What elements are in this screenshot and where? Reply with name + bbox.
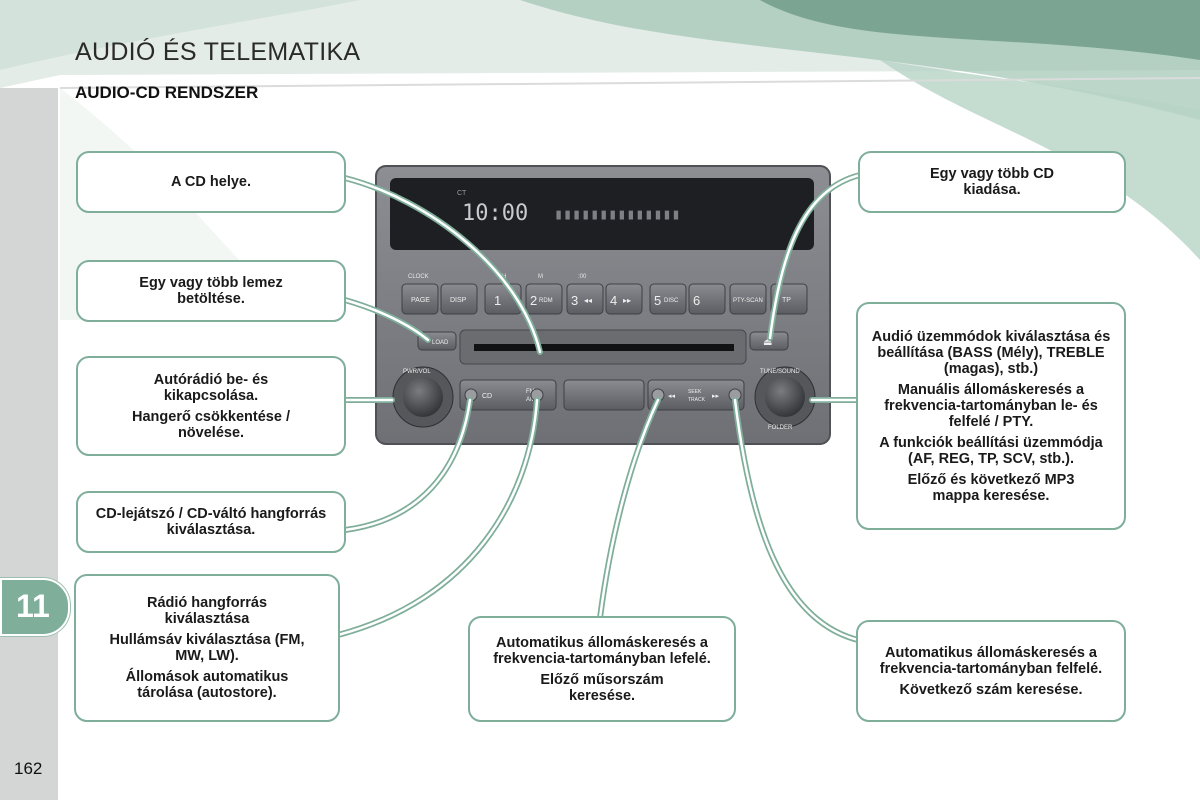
fm-label: FM bbox=[526, 389, 535, 395]
callout-text: Hullámsáv kiválasztása (FM, MW, LW). bbox=[109, 632, 305, 664]
eject-icon: ⏏ bbox=[763, 337, 772, 348]
callout-text: Következő szám keresése. bbox=[899, 681, 1083, 698]
callout-text: Hangerő csökkentése / növelése. bbox=[132, 408, 290, 441]
callout-text: Előző műsorszám keresése. bbox=[540, 671, 664, 704]
callout-text: A funkciók beállítási üzemmódja (AF, REG… bbox=[879, 434, 1103, 467]
callout-seek-up: Automatikus állomáskeresés a frekvencia-… bbox=[856, 620, 1126, 722]
ptyscan-button: PTY-SCAN bbox=[733, 298, 763, 304]
chapter-number: 11 bbox=[16, 588, 50, 624]
chapter-tab: 11 bbox=[0, 578, 70, 636]
left-margin-strip bbox=[0, 88, 58, 800]
preset-6-button: 6 bbox=[693, 293, 700, 308]
callout-power: Autórádió be- és kikapcsolása. Hangerő c… bbox=[76, 356, 346, 456]
time-display: 10:00 bbox=[462, 201, 528, 226]
lcd-segments: ▮▮▮▮▮▮▮▮▮▮▮▮▮▮ bbox=[554, 205, 680, 223]
callout-cd-source: CD-lejátszó / CD-váltó hangforrás kivála… bbox=[76, 491, 346, 553]
svg-text:▸▸: ▸▸ bbox=[712, 392, 720, 400]
m-label: M bbox=[538, 274, 543, 280]
rdm-label: RDM bbox=[539, 298, 553, 304]
callout-text: Állomások automatikus tárolása (autostor… bbox=[125, 669, 289, 701]
disc-label: DISC bbox=[664, 298, 679, 304]
callout-text: Autórádió be- és kikapcsolása. bbox=[153, 371, 269, 404]
pwrvol-label: PWR/VOL bbox=[403, 369, 431, 375]
seek-label: SEEK bbox=[688, 389, 702, 395]
clock-label: CLOCK bbox=[408, 274, 429, 280]
zero-label: :00 bbox=[578, 274, 587, 280]
tunesound-label: TUNE/SOUND bbox=[760, 369, 800, 375]
callout-text: Egy vagy több lemez betöltése. bbox=[139, 275, 283, 307]
page-number: 162 bbox=[14, 759, 43, 778]
callout-text: Egy vagy több CD kiadása. bbox=[929, 166, 1055, 198]
callout-text: Rádió hangforrás kiválasztása bbox=[146, 595, 268, 627]
cd-slot bbox=[474, 344, 734, 351]
cd-button: CD bbox=[482, 393, 492, 400]
callout-radio-source: Rádió hangforrás kiválasztása Hullámsáv … bbox=[74, 574, 340, 722]
preset-5-button: 5 bbox=[654, 293, 661, 308]
callout-seek-down: Automatikus állomáskeresés a frekvencia-… bbox=[468, 616, 736, 722]
folder-label: FOLDER bbox=[768, 425, 793, 431]
callout-text: Előző és következő MP3 mappa keresése. bbox=[907, 471, 1075, 504]
callout-text: Automatikus állomáskeresés a frekvencia-… bbox=[879, 644, 1103, 677]
callout-load: Egy vagy több lemez betöltése. bbox=[76, 260, 346, 322]
disp-button: DISP bbox=[450, 297, 467, 304]
page-button: PAGE bbox=[411, 297, 430, 304]
ct-label: CT bbox=[457, 190, 467, 197]
preset-2-button: 2 bbox=[530, 293, 537, 308]
callout-text: Audió üzemmódok kiválasztása és beállítá… bbox=[871, 328, 1111, 377]
callout-eject: Egy vagy több CD kiadása. bbox=[858, 151, 1126, 213]
section-title: AUDIO-CD RENDSZER bbox=[75, 83, 259, 102]
callout-text: CD-lejátszó / CD-váltó hangforrás kivála… bbox=[95, 506, 327, 538]
load-button: LOAD bbox=[432, 340, 449, 346]
preset-3-button: 3 bbox=[571, 293, 578, 308]
svg-text:◂◂: ◂◂ bbox=[584, 296, 592, 305]
display-panel bbox=[390, 178, 814, 250]
preset-1-button: 1 bbox=[494, 293, 501, 308]
tp-button: TP bbox=[782, 297, 791, 304]
svg-text:▸▸: ▸▸ bbox=[623, 296, 631, 305]
svg-text:◂◂: ◂◂ bbox=[668, 392, 676, 400]
callout-text: Manuális állomáskeresés a frekvencia-tar… bbox=[884, 381, 1098, 430]
callout-text: Automatikus állomáskeresés a frekvencia-… bbox=[493, 634, 711, 667]
preset-4-button: 4 bbox=[610, 293, 617, 308]
track-label: TRACK bbox=[688, 397, 706, 403]
am-label: AM bbox=[526, 397, 535, 403]
callout-cd-slot: A CD helye. bbox=[76, 151, 346, 213]
page-title: AUDIÓ ÉS TELEMATIKA bbox=[75, 38, 361, 66]
tune-sound-knob bbox=[765, 377, 805, 417]
callout-text: A CD helye. bbox=[170, 174, 252, 190]
callout-tune: Audió üzemmódok kiválasztása és beállítá… bbox=[856, 302, 1126, 530]
pwr-vol-knob bbox=[403, 377, 443, 417]
